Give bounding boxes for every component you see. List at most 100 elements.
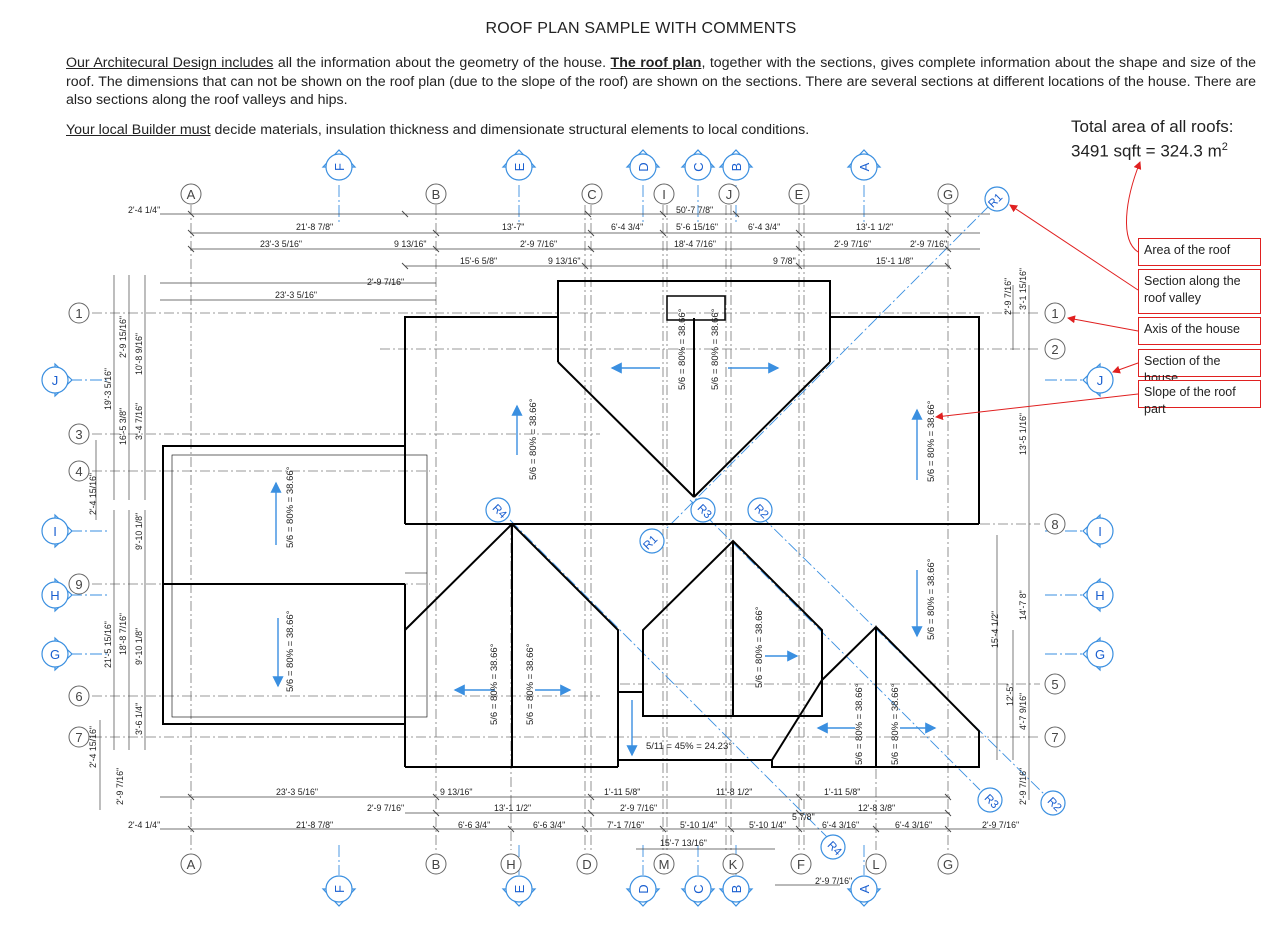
axis-label: K [729,857,738,872]
roof-outline [162,280,980,768]
axis-label: A [187,187,196,202]
section-label: A [857,162,872,171]
dimension-label: 2'-9 7/16" [520,239,557,249]
dimension-label: 2'-9 7/16" [115,768,125,805]
slope-label: 5/6 = 80% = 38.66° [926,558,937,640]
dimension-label: 14'-7 8" [1018,590,1028,620]
dimension-label: 21'-5 15/16" [103,621,113,668]
section-label: F [332,163,347,171]
axis-lines [92,205,1040,850]
dimension-label: 5 7/8" [792,812,815,822]
dimension-label: 13'-5 1/16" [1018,413,1028,455]
axis-label: 1 [1051,306,1058,321]
axis-label: 3 [75,427,82,442]
diagonal-section-labels: R1 R1 R3 R2 R4 R3 R2 R4 [490,191,1064,858]
slope-label: 5/6 = 80% = 38.66° [528,398,539,480]
dimension-label: 15'-4 1/2" [990,611,1000,648]
dimension-label: 7'-1 7/16" [607,820,644,830]
dimension-label: 3'-6 1/4" [134,703,144,735]
slope-label: 5/6 = 80% = 38.66° [710,308,721,390]
comment-axis-of-house: Axis of the house [1138,317,1261,345]
intro-paragraph: Our Architecural Design includes all the… [66,54,1256,110]
axis-label: 4 [75,464,82,479]
dimension-label: 6'-6 3/4" [533,820,565,830]
dimension-label: 9 7/8" [773,256,796,266]
slope-labels: 5/6 = 80% = 38.66° 5/6 = 80% = 38.66° 5/… [285,308,937,765]
dimension-label: 6'-6 3/4" [458,820,490,830]
slope-label: 5/6 = 80% = 38.66° [754,606,765,688]
dimension-label: 2'-9 7/16" [834,239,871,249]
section-label: H [50,588,59,603]
section-label: E [512,884,527,893]
dimension-label: 13'-7" [502,222,524,232]
dimension-label: 23'-3 5/16" [260,239,302,249]
dimension-label: 5'-10 1/4" [680,820,717,830]
dimension-label: 6'-4 3/4" [611,222,643,232]
section-lines [70,185,1085,875]
dimension-label: 15'-7 13/16" [660,838,707,848]
dimension-label: 2'-9 7/16" [1003,278,1013,315]
slope-arrows [270,362,937,757]
intro-text-1: all the information about the geometry o… [273,55,611,71]
axis-label: 7 [75,730,82,745]
dimension-label: 6'-4 3/16" [895,820,932,830]
section-labels: F E D C B A F E D C B A J I H G J I H G [50,162,1105,893]
dimension-label: 1'-11 5/8" [604,787,640,797]
dimension-label: 3'-1 15/16" [1018,268,1028,310]
dimension-label: 6'-4 3/16" [822,820,859,830]
axis-label: B [432,857,441,872]
link-architectural-design[interactable]: Our Architecural Design includes [66,55,274,71]
slope-label: 5/6 = 80% = 38.66° [525,643,536,725]
slope-label: 5/6 = 80% = 38.66° [854,683,865,765]
slope-label: 5/6 = 80% = 38.66° [926,400,937,482]
dimension-label: 9 13/16" [440,787,472,797]
axis-label: G [943,857,953,872]
dimension-label: 21'-8 7/8" [296,820,333,830]
slope-label: 5/6 = 80% = 38.66° [285,610,296,692]
slope-label: 5/6 = 80% = 38.66° [677,308,688,390]
dimension-label: 13'-1 1/2" [856,222,893,232]
axis-label: E [795,187,804,202]
axis-label: 9 [75,577,82,592]
slope-label: 5/6 = 80% = 38.66° [890,683,901,765]
dimension-label: 12'-8 3/8" [858,803,895,813]
dimension-label: 13'-1 1/2" [494,803,531,813]
dimension-label: 2'-9 7/16" [367,803,404,813]
dimension-label: 5'-6 15/16" [676,222,718,232]
section-label: G [50,647,60,662]
axis-bubble-labels: A B C I J E G A B H D M K F L G 1 3 4 9 … [75,187,1058,872]
link-roof-plan[interactable]: The roof plan [610,55,702,71]
axis-label: G [943,187,953,202]
section-label: J [1097,373,1104,388]
dimension-label: 11'-8 1/2" [716,787,752,797]
dimension-label: 2'-9 7/16" [620,803,657,813]
section-label: C [691,884,706,893]
dimension-label: 15'-1 1/8" [876,256,913,266]
dimension-label: 2'-4 1/4" [128,205,160,215]
axis-label: I [662,187,666,202]
total-area-value: 3491 sqft = 324.3 m [1071,141,1222,161]
axis-label: B [432,187,441,202]
comment-section-valley: Section along the roof valley [1138,269,1261,314]
comment-slope: Slope of the roof part [1138,380,1261,416]
axis-label: D [582,857,591,872]
dimension-label: 3'-4 7/16" [134,403,144,440]
section-label: D [636,884,651,893]
section-label: H [1095,588,1104,603]
dimension-label: 4'-7 9/16" [1018,693,1028,730]
axis-label: M [659,857,670,872]
slope-label: 5/6 = 80% = 38.66° [285,466,296,548]
axis-label: 1 [75,306,82,321]
section-label: G [1095,647,1105,662]
comment-leaders [935,161,1142,421]
dimension-label: 2'-9 7/16" [815,876,852,886]
dimension-label: 2'-9 7/16" [910,239,947,249]
axis-label: J [726,187,733,202]
dimension-label: 18'-4 7/16" [674,239,716,249]
dimension-label: 2'-9 7/16" [367,277,404,287]
link-local-builder[interactable]: Your local Builder must [66,122,211,138]
total-area: Total area of all roofs:3491 sqft = 324.… [1071,117,1234,162]
axis-label: 2 [1051,342,1058,357]
builder-paragraph: Your local Builder must decide materials… [66,122,809,138]
dimension-ticks [187,210,952,833]
